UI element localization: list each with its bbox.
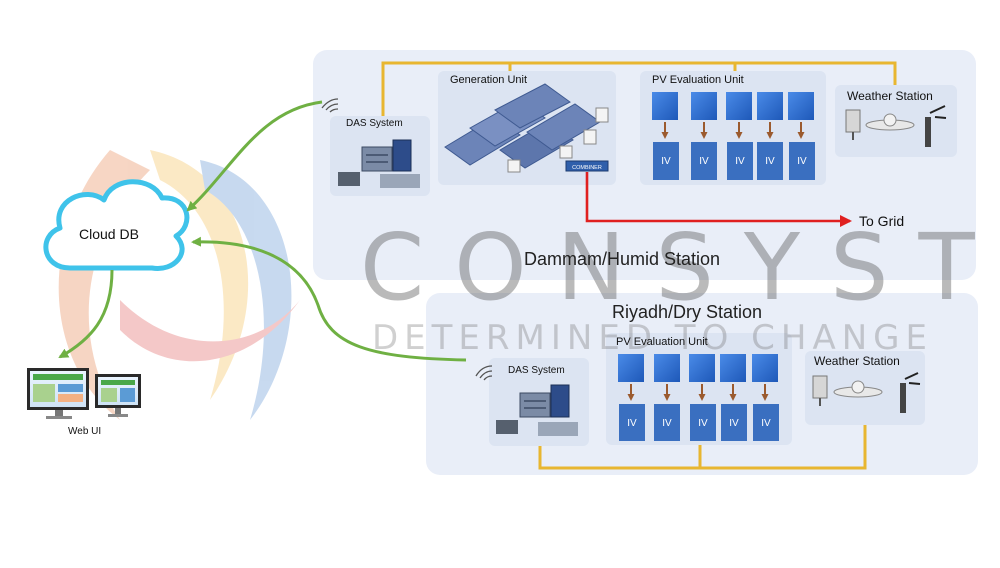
riyadh-das-device [496, 384, 578, 436]
combiner-label: COMBINER [572, 165, 602, 171]
cloud-to-webui-arrow [58, 269, 114, 359]
dammam-wifi-icon [321, 98, 339, 113]
cloud-db-label: Cloud DB [79, 226, 139, 242]
web-ui-label: Web UI [68, 426, 102, 437]
watermark-tagline: DETERMINED TO CHANGE [372, 318, 933, 358]
dammam-pv-cells [652, 92, 814, 120]
riyadh-das-label: DAS System [508, 365, 565, 376]
dammam-weather-instruments [845, 105, 947, 147]
riyadh-weather-instruments [812, 372, 921, 413]
riyadh-iv-label: IV [761, 418, 771, 429]
dammam-das-label: DAS System [346, 118, 403, 129]
dammam-das-device [338, 139, 420, 188]
riyadh-iv-label: IV [729, 418, 739, 429]
dammam-weather-label: Weather Station [847, 89, 933, 103]
dammam-pv-label: PV Evaluation Unit [652, 74, 744, 86]
dammam-iv-label: IV [661, 156, 671, 167]
riyadh-iv-boxes [619, 404, 779, 441]
to-grid-arrow [585, 172, 852, 227]
dammam-iv-label: IV [765, 156, 775, 167]
riyadh-weather-label: Weather Station [814, 354, 900, 368]
riyadh-iv-arrows [627, 384, 769, 401]
riyadh-to-cloud-arrow [191, 236, 467, 362]
dammam-to-cloud-arrow [186, 100, 323, 212]
riyadh-pv-cells [618, 354, 778, 382]
riyadh-wifi-icon [475, 365, 493, 381]
dammam-iv-boxes [653, 142, 815, 180]
riyadh-iv-label: IV [698, 418, 708, 429]
dammam-bus-lines [381, 61, 897, 118]
to-grid-label: To Grid [859, 213, 905, 229]
dammam-iv-arrows [661, 122, 805, 139]
dammam-station-title: Dammam/Humid Station [524, 249, 721, 269]
riyadh-pv-label: PV Evaluation Unit [616, 336, 708, 348]
dammam-iv-label: IV [699, 156, 709, 167]
generation-solar-panels [444, 83, 609, 173]
background-logo-swirls [58, 150, 300, 420]
riyadh-iv-label: IV [662, 418, 672, 429]
web-ui-monitors [27, 368, 141, 419]
riyadh-station-title: Riyadh/Dry Station [612, 302, 763, 322]
cloud-shape [43, 179, 190, 271]
riyadh-bus-lines [538, 424, 867, 470]
generation-unit-label: Generation Unit [450, 74, 528, 86]
riyadh-iv-label: IV [627, 418, 637, 429]
dammam-iv-label: IV [797, 156, 807, 167]
watermark-brand: CONSYST [360, 214, 1000, 321]
dammam-iv-label: IV [735, 156, 745, 167]
combiner-box [565, 160, 609, 172]
